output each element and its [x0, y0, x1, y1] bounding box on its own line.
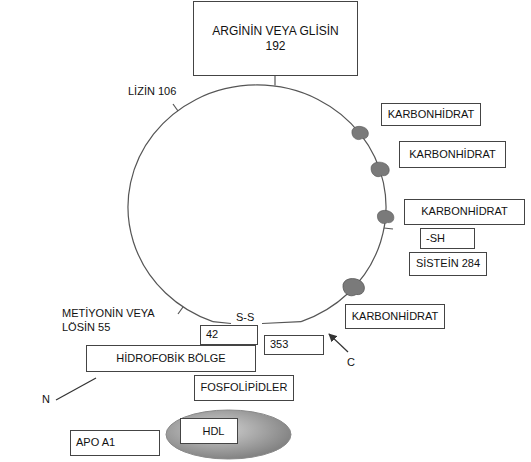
node-text: KARBONHİDRAT: [351, 310, 439, 324]
residue-number: 42: [200, 325, 258, 345]
residue-tick: [173, 104, 178, 111]
residue-label: LİZİN 106: [128, 84, 176, 98]
residue-box: SİSTEİN 284: [409, 252, 487, 276]
residue-box: ARGİNİN VEYA GLİSİN192: [193, 1, 358, 76]
terminus-label: N: [42, 392, 50, 406]
protein-chain: [128, 85, 386, 322]
terminus-label: C: [347, 355, 355, 369]
carbohydrate-blob: [343, 279, 364, 296]
carbohydrate-blob: [377, 210, 393, 223]
node-text: HİDROFOBİK BÖLGE: [92, 352, 250, 366]
carbohydrate-box: KARBONHİDRAT: [404, 199, 525, 225]
region-box: HİDROFOBİK BÖLGE: [86, 345, 256, 372]
node-text: 192: [199, 39, 352, 54]
node-text: KARBONHİDRAT: [387, 108, 475, 122]
carbohydrate-box: KARBONHİDRAT: [381, 103, 481, 126]
node-text: KARBONHİDRAT: [405, 148, 500, 162]
region-box: FOSFOLİPİDLER: [194, 375, 294, 401]
protein-box: APO A1: [70, 430, 160, 456]
terminus-line: [56, 378, 96, 400]
chain-end: [213, 322, 231, 324]
chain-end: [262, 322, 301, 324]
node-text: FOSFOLİPİDLER: [200, 381, 288, 395]
residue-tick: [384, 228, 393, 229]
node-text: ARGİNİN VEYA GLİSİN: [199, 24, 352, 39]
node-text: APO A1: [76, 436, 154, 450]
group-box: -SH: [420, 228, 475, 249]
residue-number: 353: [264, 335, 324, 355]
node-text: HDL: [180, 418, 238, 444]
residue-tick: [178, 307, 183, 314]
node-text: SİSTEİN 284: [415, 257, 481, 271]
node-text: 353: [270, 338, 318, 352]
bond-label: S-S: [236, 310, 254, 324]
node-text: 42: [206, 328, 252, 342]
carbohydrate-blob: [371, 162, 389, 177]
hdl-particle: HDL: [165, 409, 292, 460]
leader-line: [274, 76, 275, 86]
node-text: KARBONHİDRAT: [410, 205, 519, 219]
residue-label: METİYONİN VEYA LÖSİN 55: [62, 306, 174, 335]
carbohydrate-box: KARBONHİDRAT: [399, 141, 506, 168]
terminus-arrow: [329, 334, 348, 352]
node-text: -SH: [426, 232, 469, 246]
carbohydrate-blob: [352, 126, 368, 139]
carbohydrate-box: KARBONHİDRAT: [345, 304, 445, 329]
particle-shape: [166, 410, 291, 459]
